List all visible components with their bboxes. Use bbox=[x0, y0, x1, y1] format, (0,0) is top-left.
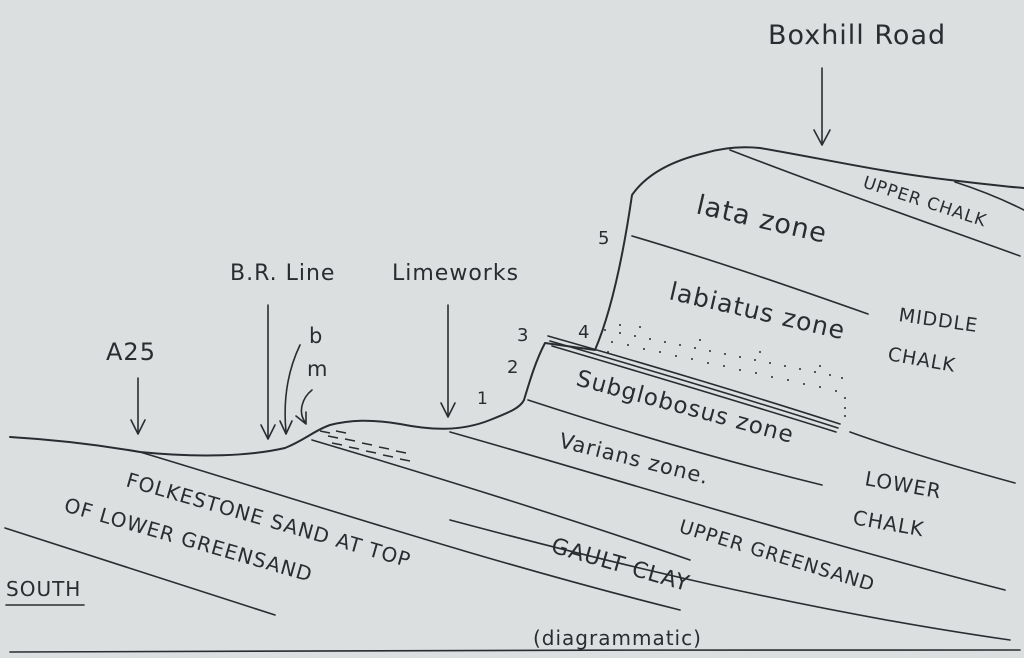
point-4-label: 4 bbox=[578, 322, 590, 343]
a25-arrow bbox=[130, 377, 146, 435]
dotted-marl-band bbox=[604, 324, 846, 417]
point-2-label: 2 bbox=[507, 357, 519, 378]
boxhill-road-arrow bbox=[813, 67, 831, 146]
br-line-label: B.R. Line bbox=[230, 261, 335, 286]
ground-surface-line bbox=[9, 146, 1024, 457]
upper-greensand-base-line bbox=[311, 439, 691, 561]
m-label: m bbox=[307, 357, 328, 381]
boxhill-road-label: Boxhill Road bbox=[768, 20, 946, 51]
middle-lower-chalk-boundary-1 bbox=[547, 335, 841, 425]
limeworks-label: Limeworks bbox=[392, 261, 519, 286]
a25-label: A25 bbox=[106, 338, 156, 366]
subglobosus-varians-boundary-line bbox=[527, 399, 823, 486]
br-line-arrow bbox=[260, 304, 276, 440]
south-label: SOUTH bbox=[6, 577, 81, 601]
lower-chalk-base-line bbox=[449, 431, 1006, 591]
bottom-border-line bbox=[9, 649, 1021, 653]
limeworks-arrow bbox=[440, 304, 456, 418]
folkestone-gault-boundary-line bbox=[139, 451, 681, 611]
upper-chalk-base-line bbox=[729, 149, 1021, 257]
middle-lower-chalk-boundary-2 bbox=[549, 340, 839, 429]
gault-clay-base-line bbox=[449, 519, 1011, 641]
lata-labiatus-boundary-line bbox=[631, 235, 869, 315]
point-5-label: 5 bbox=[598, 228, 610, 249]
diagrammatic-label: (diagrammatic) bbox=[533, 626, 702, 650]
gault-dash-marks bbox=[319, 430, 411, 462]
point-1-label: 1 bbox=[477, 389, 489, 409]
m-curved-arrow bbox=[295, 389, 313, 425]
lower-chalk-extension-line bbox=[849, 431, 1016, 484]
lower-greensand-base-line bbox=[4, 527, 276, 616]
upper-chalk-inner-line bbox=[954, 181, 1024, 211]
b-curved-arrow bbox=[279, 344, 301, 435]
b-label: b bbox=[309, 324, 323, 348]
middle-lower-chalk-boundary-3 bbox=[551, 345, 837, 433]
point-3-label: 3 bbox=[517, 325, 529, 346]
